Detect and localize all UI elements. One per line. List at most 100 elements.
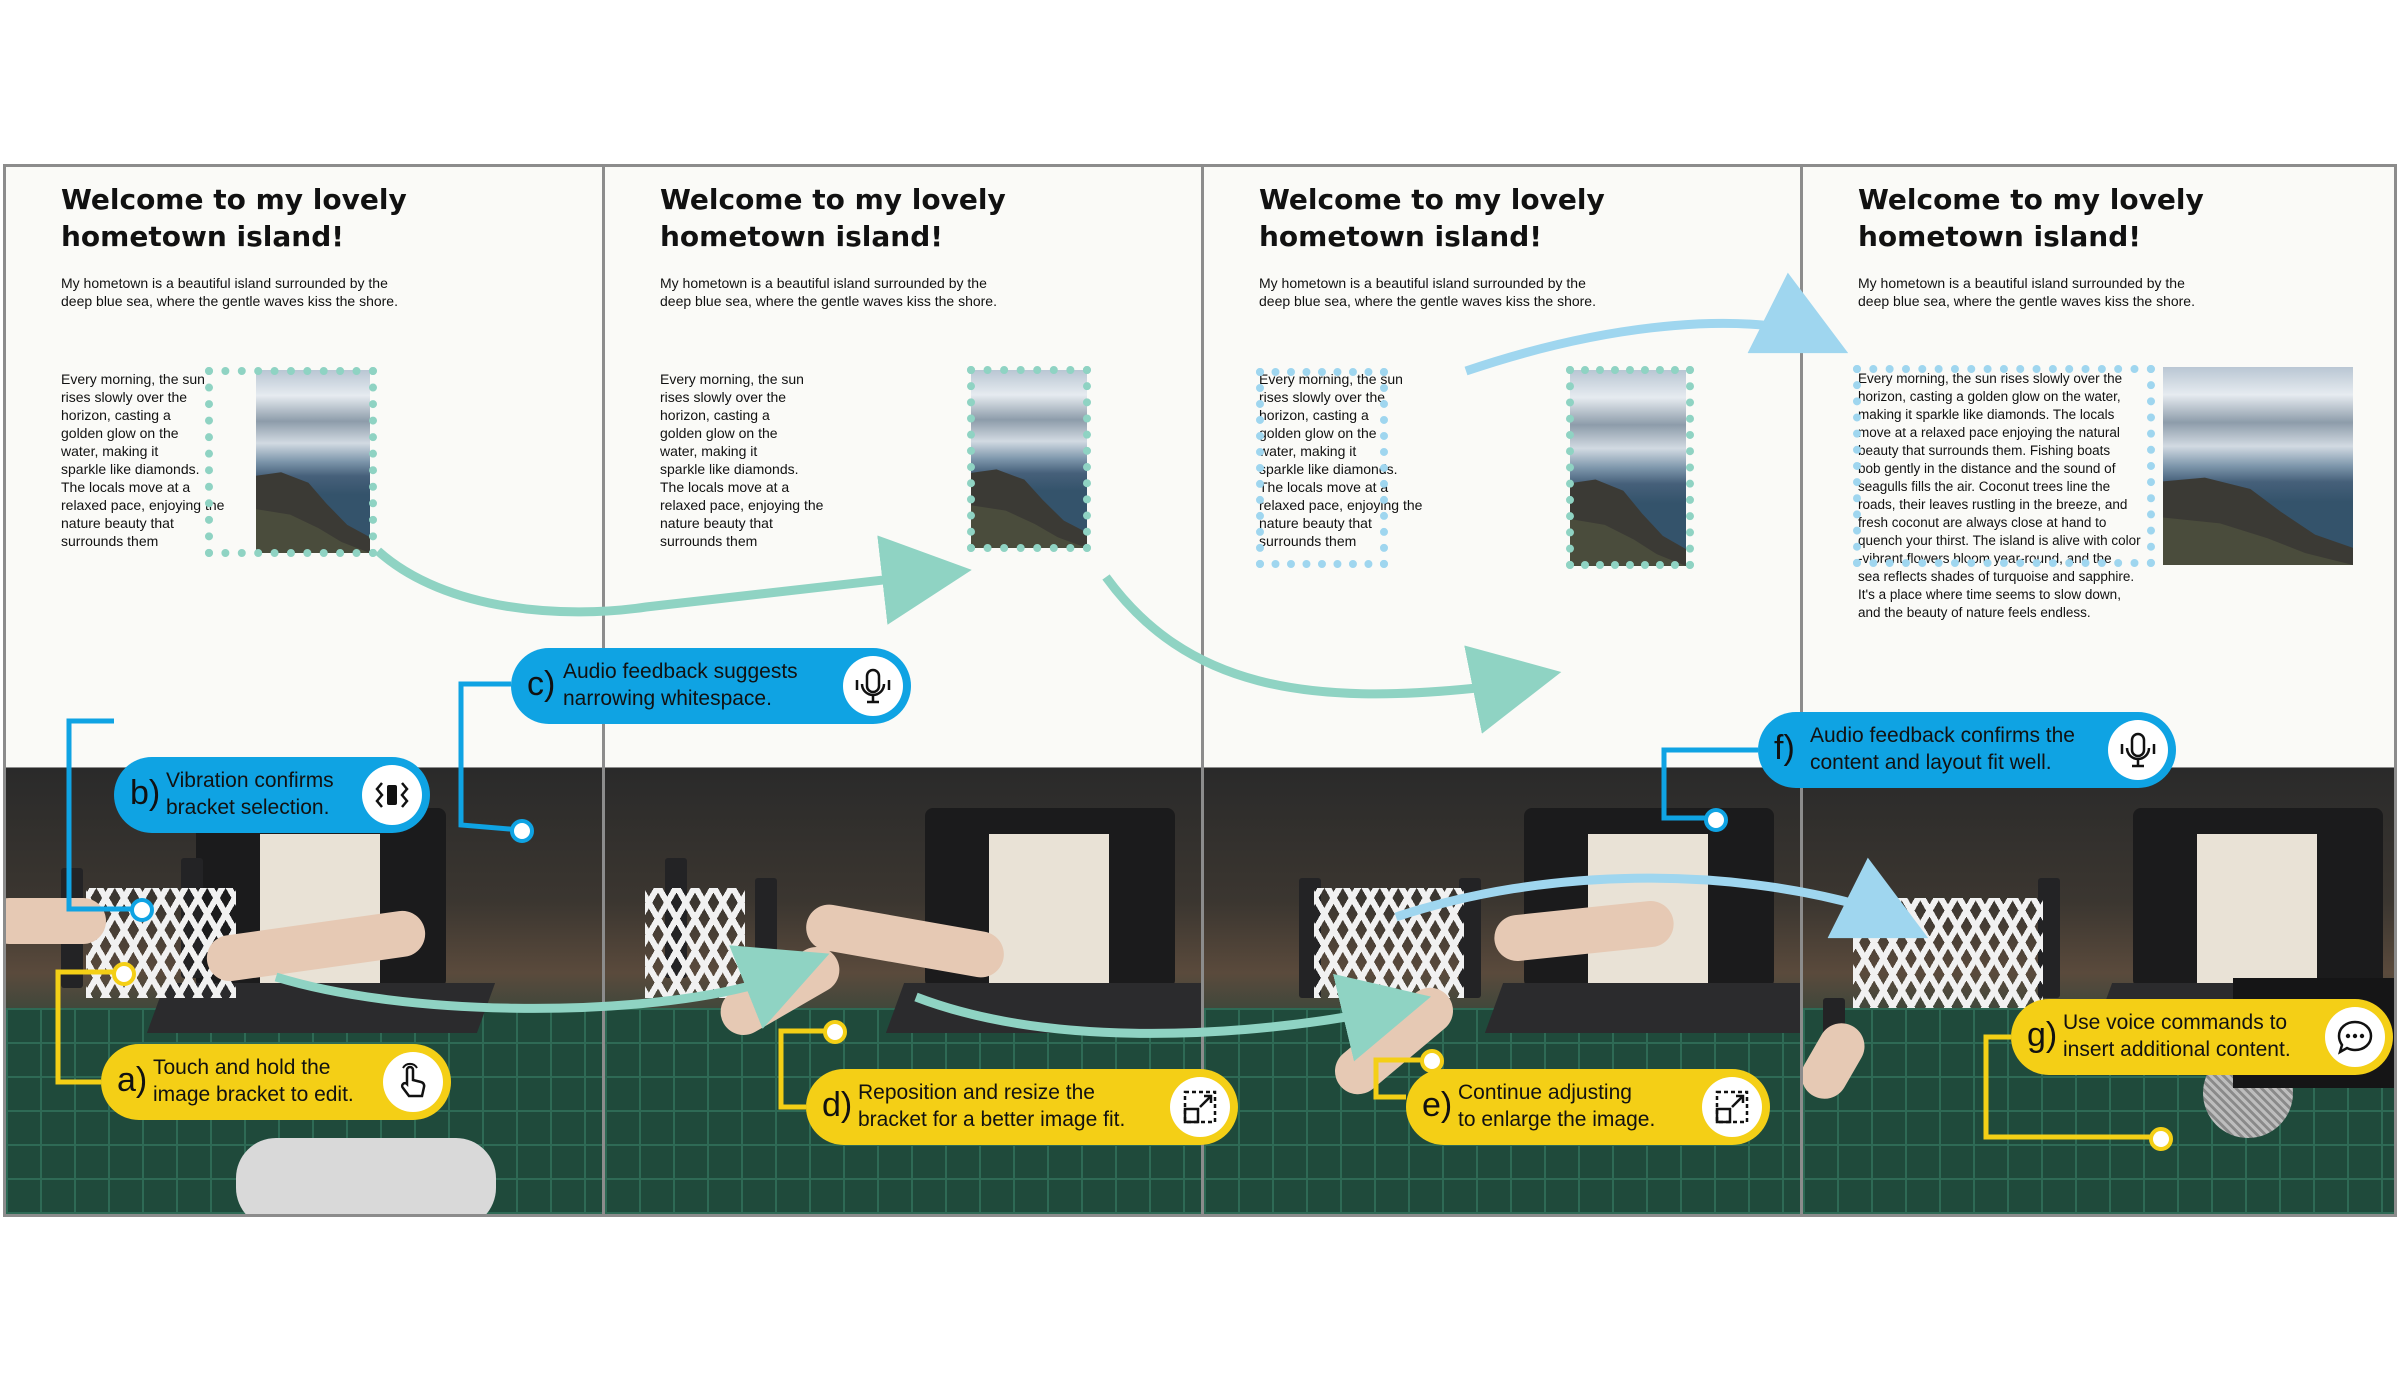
body-line: nature beauty that (61, 515, 174, 531)
body-line: water, making it (660, 443, 758, 459)
body-line: golden glow on the (1259, 425, 1377, 441)
chat-bubble-icon (2325, 1007, 2385, 1067)
callout-line: image bracket to edit. (153, 1083, 354, 1106)
body-line: golden glow on the (660, 425, 778, 441)
anchor-dot (2149, 1127, 2173, 1151)
callout-line: bracket for a better image fit. (858, 1108, 1126, 1131)
body-line: rises slowly over the (1259, 389, 1386, 405)
laptop-base (885, 983, 1201, 1033)
body-line: water, making it (1259, 443, 1357, 459)
body-line: sparkle like diamonds. (660, 461, 799, 477)
anchor-dot (112, 962, 136, 986)
callout-letter: g) (2027, 1016, 2058, 1054)
panel-3: Welcome to my lovely hometown island! My… (1204, 167, 1800, 1214)
sleeve (236, 1138, 496, 1214)
callout-a: a) Touch and hold the image bracket to ed… (101, 1044, 451, 1120)
callout-line: to enlarge the image. (1458, 1108, 1656, 1131)
body-line: It's a place where time seems to slow do… (1858, 587, 2121, 602)
laptop (2133, 808, 2383, 988)
doc-intro: My hometown is a beautiful island surrou… (1259, 275, 1596, 309)
body-line: and the beauty of nature feels endless. (1858, 605, 2091, 620)
doc-title: Welcome to my lovely hometown island! (61, 183, 407, 253)
callout-line: narrowing whitespace. (563, 687, 772, 710)
scissor-bracket-device[interactable] (1314, 888, 1464, 998)
doc-title: Welcome to my lovely hometown island! (1858, 183, 2204, 253)
anchor-dot (823, 1020, 847, 1044)
text-bracket-outline[interactable] (1853, 365, 2155, 567)
body-line: horizon, casting a golden glow on the wa… (1858, 389, 2121, 404)
body-line: surrounds them (61, 533, 159, 549)
figure: Welcome to my lovely hometown island! My… (3, 164, 2397, 1217)
body-line: sparkle like diamonds. (61, 461, 200, 477)
body-line: relaxed pace, enjoying the (660, 497, 824, 513)
image-bracket-outline[interactable] (1566, 366, 1694, 569)
callout-text: Use voice commands to insert additional c… (2063, 1009, 2291, 1063)
island-photo (1570, 370, 1686, 566)
callout-line: insert additional content. (2063, 1038, 2291, 1061)
callout-text: Touch and hold the image bracket to edit. (153, 1054, 354, 1108)
laptop-base (1484, 983, 1800, 1033)
callout-line: Touch and hold the (153, 1056, 331, 1079)
callout-text: Continue adjusting to enlarge the image. (1458, 1079, 1655, 1133)
doc-title: Welcome to my lovely hometown island! (1259, 183, 1605, 253)
body-line: water, making it (61, 443, 159, 459)
body-line: horizon, casting a (1259, 407, 1369, 423)
microphone-icon (843, 656, 903, 716)
body-line: The locals move at a (660, 479, 790, 495)
island-photo (971, 370, 1087, 548)
callout-letter: b) (130, 774, 161, 812)
island-photo (2163, 367, 2353, 565)
doc-body: Every morning, the sun rises slowly over… (660, 370, 823, 550)
body-line: golden glow on the (61, 425, 179, 441)
doc-intro: My hometown is a beautiful island surrou… (1858, 275, 2195, 309)
callout-line: Reposition and resize the (858, 1081, 1095, 1104)
callout-letter: c) (527, 665, 556, 703)
image-bracket-outline[interactable] (205, 367, 377, 557)
vibration-icon (362, 765, 422, 825)
doc-body: Every morning, the sun rises slowly over… (1259, 370, 1422, 550)
body-line: The locals move at a (61, 479, 191, 495)
body-line: bob gently in the distance and the sound… (1858, 461, 2116, 476)
body-line: quench your thirst. The island is alive … (1858, 533, 2141, 548)
callout-line: Vibration confirms (166, 769, 334, 792)
body-line: making it sparkle like diamonds. The loc… (1858, 407, 2115, 422)
doc-title: Welcome to my lovely hometown island! (660, 183, 1006, 253)
scissor-bracket-device[interactable] (645, 888, 745, 998)
body-line: beauty that surrounds them. Fishing boat… (1858, 443, 2111, 458)
body-line: horizon, casting a (660, 407, 770, 423)
text-bracket-outline[interactable] (1256, 368, 1388, 568)
body-line: Every morning, the sun (660, 371, 804, 387)
callout-letter: f) (1774, 729, 1795, 767)
image-bracket-outline[interactable] (967, 366, 1091, 552)
body-line: surrounds them (660, 533, 758, 549)
document-view: Welcome to my lovely hometown island! My… (6, 167, 602, 767)
scissor-bracket-device[interactable] (1853, 898, 2043, 1008)
hand (6, 898, 106, 944)
anchor-dot (510, 819, 534, 843)
anchor-dot (130, 898, 154, 922)
resize-icon (1702, 1077, 1762, 1137)
body-line: nature beauty that (1259, 515, 1372, 531)
callout-text: Audio feedback suggests narrowing whitesp… (563, 658, 798, 712)
callout-letter: d) (822, 1086, 853, 1124)
doc-body: Every morning, the sun rises slowly over… (61, 370, 224, 550)
callout-line: Use voice commands to (2063, 1011, 2288, 1034)
doc-intro: My hometown is a beautiful island surrou… (61, 275, 398, 309)
desk-photo (1803, 768, 2394, 1214)
body-line: horizon, casting a (61, 407, 171, 423)
body-line: roads, their leaves rustling in the bree… (1858, 497, 2128, 512)
body-line: The locals move at a (1259, 479, 1389, 495)
callout-letter: a) (117, 1061, 148, 1099)
callout-line: Continue adjusting (1458, 1081, 1632, 1104)
laptop (1524, 808, 1774, 988)
callout-d: d) Reposition and resize the bracket for … (806, 1069, 1238, 1145)
document-view: Welcome to my lovely hometown island! My… (1803, 167, 2394, 767)
body-line: Every morning, the sun rises slowly over… (1858, 371, 2123, 386)
desk-photo (1204, 768, 1800, 1214)
callout-g: g) Use voice commands to insert additiona… (2011, 999, 2393, 1075)
callout-line: Audio feedback suggests (563, 660, 798, 683)
body-line: relaxed pace, enjoying the (61, 497, 225, 513)
